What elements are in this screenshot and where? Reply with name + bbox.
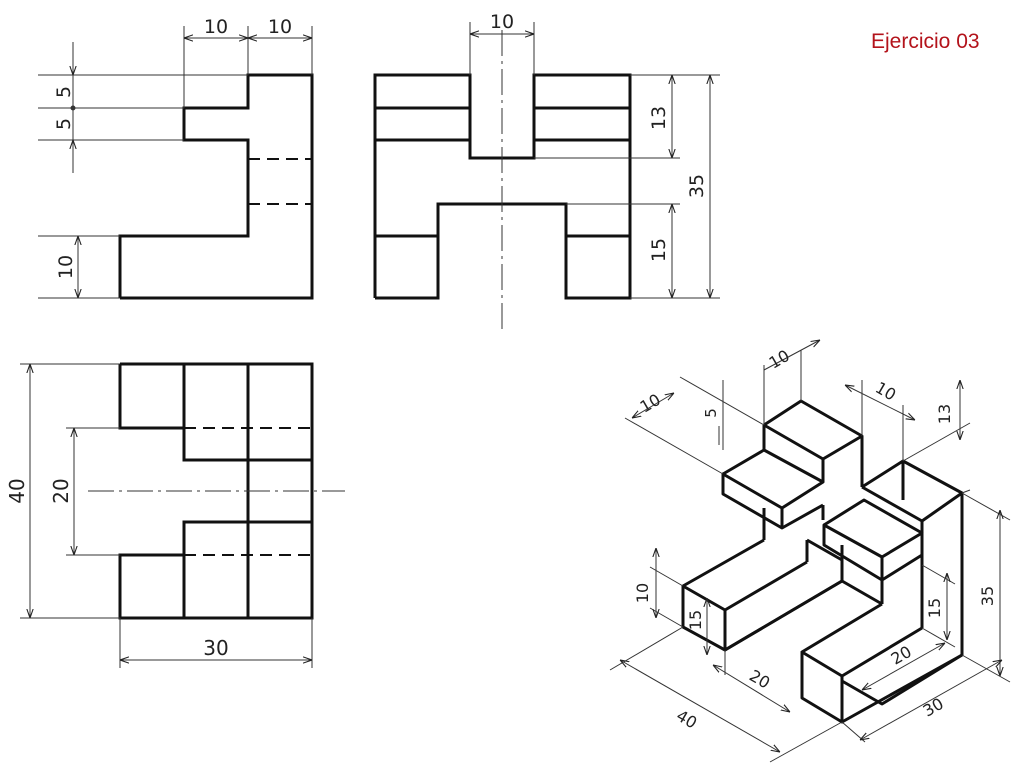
iso-dim-right-mid: 15 [925, 598, 944, 618]
front-dim-left-lower: 5 [53, 118, 75, 130]
front-view-dims [38, 26, 313, 299]
side-dim-right-total: 35 [686, 174, 708, 198]
front-dim-left-upper: 5 [53, 86, 75, 98]
iso-dim-height-total: 35 [978, 586, 997, 606]
iso-dim-step: 5 [702, 408, 720, 418]
iso-dim-top-mid: 10 [766, 346, 793, 373]
side-view-dims [469, 22, 720, 330]
isometric-dims [609, 340, 1011, 763]
iso-dim-right-top: 13 [935, 404, 954, 424]
iso-dim-front-height: 15 [686, 610, 705, 630]
side-dim-top: 10 [490, 11, 514, 33]
side-dim-right-lower: 15 [648, 238, 670, 262]
iso-dim-length: 40 [673, 706, 700, 733]
front-dim-top-right: 10 [268, 16, 292, 38]
iso-dim-left-height: 10 [633, 583, 652, 603]
exercise-title: Ejercicio 03 [871, 30, 980, 53]
front-dim-top-left: 10 [204, 16, 228, 38]
top-dim-height-total: 40 [5, 478, 29, 503]
side-dim-right-upper: 13 [648, 106, 670, 130]
iso-dim-width: 30 [920, 694, 947, 721]
front-dim-bottom-left: 10 [55, 255, 77, 279]
top-view-dims [20, 363, 345, 668]
top-dim-height-inner: 20 [49, 478, 73, 503]
iso-dim-base-left: 20 [746, 666, 773, 693]
top-dim-width: 30 [203, 636, 228, 660]
